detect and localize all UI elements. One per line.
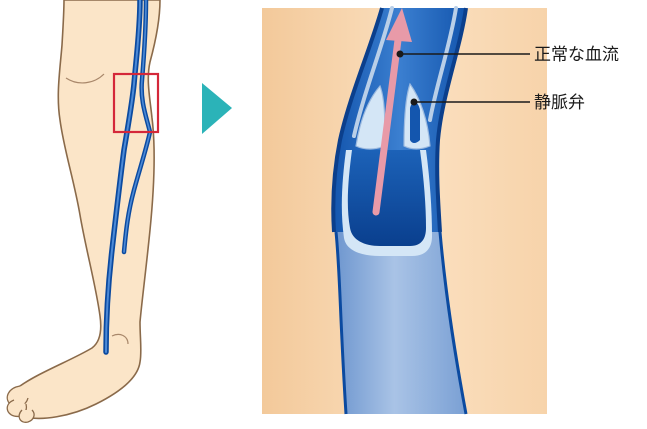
label-venous-valve: 静脈弁 — [534, 93, 585, 113]
zoom-pointer-icon — [202, 83, 232, 134]
valve-pocket — [410, 102, 420, 143]
toe — [19, 410, 34, 422]
label-normal-blood-flow: 正常な血流 — [534, 45, 619, 65]
blood-pool — [348, 150, 426, 246]
zoomed-vein-panel — [262, 8, 547, 414]
leg-illustration — [7, 0, 160, 422]
